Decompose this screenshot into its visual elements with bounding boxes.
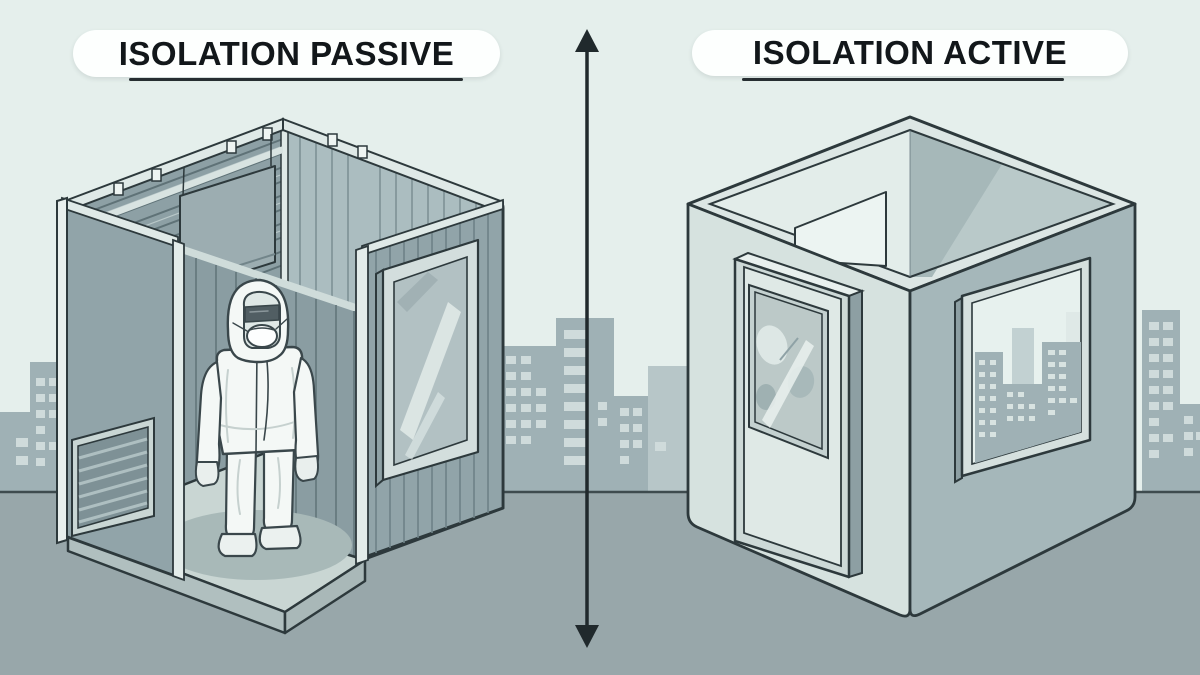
vent-grille xyxy=(71,416,155,538)
vent-louvers xyxy=(78,437,148,524)
boot xyxy=(217,532,258,558)
protective-suit-person xyxy=(194,278,320,558)
interior-rail-bar xyxy=(70,146,283,233)
glass-shade xyxy=(397,272,438,312)
building xyxy=(648,366,692,494)
suit-glove xyxy=(294,455,319,482)
title-active-label: ISOLATION ACTIVE xyxy=(752,34,1068,71)
cutaway-edge-trim xyxy=(355,244,369,566)
rail-clip xyxy=(151,168,162,182)
title-badge-active: ISOLATION ACTIVE xyxy=(692,30,1128,76)
rail-clips xyxy=(113,127,368,196)
city-skyline-right xyxy=(1142,310,1200,494)
side-window-frame-side xyxy=(954,296,963,484)
side-window xyxy=(954,256,1092,484)
respirator-mask xyxy=(246,324,278,348)
suit-glove xyxy=(194,461,220,487)
outer-edge-trim xyxy=(56,196,68,545)
room-window-wall xyxy=(355,198,505,566)
rail-clip xyxy=(226,140,237,154)
goggles xyxy=(244,304,280,323)
building xyxy=(1142,310,1180,494)
rail-clip xyxy=(357,145,368,159)
floor-edge xyxy=(283,558,367,635)
alcove-wall-trim xyxy=(178,244,365,315)
divider-arrow xyxy=(575,29,599,648)
observation-window xyxy=(375,238,480,489)
door-window-glass xyxy=(754,290,823,451)
sealed-door xyxy=(732,251,865,579)
rail-clip xyxy=(262,127,273,141)
up-arrowhead-icon xyxy=(575,29,599,52)
down-arrowhead-icon xyxy=(575,625,599,648)
suit-zipper xyxy=(255,349,258,453)
boot xyxy=(258,524,302,551)
door-window xyxy=(748,283,829,460)
top-interior-shadow xyxy=(910,130,1002,277)
building xyxy=(614,396,650,494)
rail-clip xyxy=(113,182,124,196)
title-passive-label: ISOLATION PASSIVE xyxy=(118,34,455,72)
room-left-wall xyxy=(60,196,185,582)
active-isolation-box xyxy=(686,115,1137,618)
title-underline xyxy=(129,78,463,81)
title-badge-passive: ISOLATION PASSIVE xyxy=(73,30,500,77)
title-underline xyxy=(742,78,1064,81)
interior-panel-wall xyxy=(283,127,503,311)
city-skyline-middle xyxy=(498,318,692,494)
glass-reflection xyxy=(405,392,445,460)
rail-clip xyxy=(327,133,338,147)
glass-leaf-reflections xyxy=(756,325,815,428)
cutaway-edge-trim xyxy=(172,238,185,582)
building xyxy=(0,412,32,494)
glass-reflection xyxy=(400,302,461,440)
passive-isolation-room xyxy=(56,117,505,635)
door-frame-side xyxy=(848,289,863,579)
